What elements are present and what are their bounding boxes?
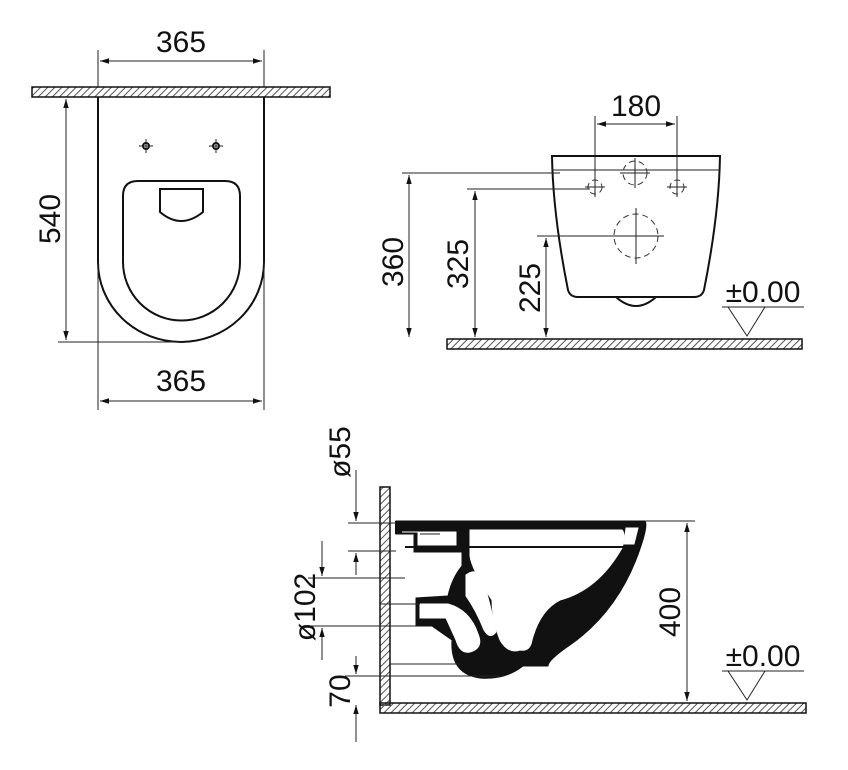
fixing-hole-left [139, 139, 153, 153]
side-view: ø55 ø102 70 400 ±0.00 [289, 426, 807, 742]
floor-front-view [446, 338, 803, 350]
inlet-hole [620, 158, 650, 188]
outlet-bulge [615, 296, 657, 307]
dim-outlet-offset: 70 [324, 674, 357, 707]
bowl-outline-front [550, 155, 722, 298]
top-view: 365 365 540 [31, 26, 331, 410]
dim-height-total: 360 [377, 237, 410, 287]
outlet-channel [419, 603, 481, 653]
dim-diameter-outlet: ø102 [289, 573, 322, 641]
dim-depth: 540 [34, 194, 67, 244]
dim-height-fix: 325 [442, 239, 475, 289]
bowl-interior [469, 529, 625, 652]
floor-level-front: ±0.00 [726, 276, 801, 309]
seat-opening [122, 180, 241, 322]
level-marker-front [727, 306, 766, 337]
dim-hole-spacing: 180 [611, 90, 661, 123]
floor-side-view [379, 702, 807, 714]
front-view: 180 360 325 225 ±0.00 [377, 90, 804, 350]
flush-hole [159, 188, 204, 222]
floor-level-side: ±0.00 [726, 640, 801, 673]
dim-diameter-inlet: ø55 [324, 426, 357, 478]
dim-width-bottom: 365 [156, 365, 206, 398]
trap-loop [465, 571, 497, 636]
dim-width-top: 365 [156, 26, 206, 59]
inlet-channel [402, 531, 457, 546]
rim-cavity [623, 527, 639, 545]
wall-top-view [31, 86, 331, 98]
dim-height-outlet: 225 [514, 263, 547, 313]
level-marker-side [727, 670, 766, 701]
fixing-hole-right [209, 139, 223, 153]
dim-height-bowl: 400 [654, 587, 687, 637]
wall-side-view [379, 486, 391, 706]
outlet-hole [608, 208, 664, 264]
